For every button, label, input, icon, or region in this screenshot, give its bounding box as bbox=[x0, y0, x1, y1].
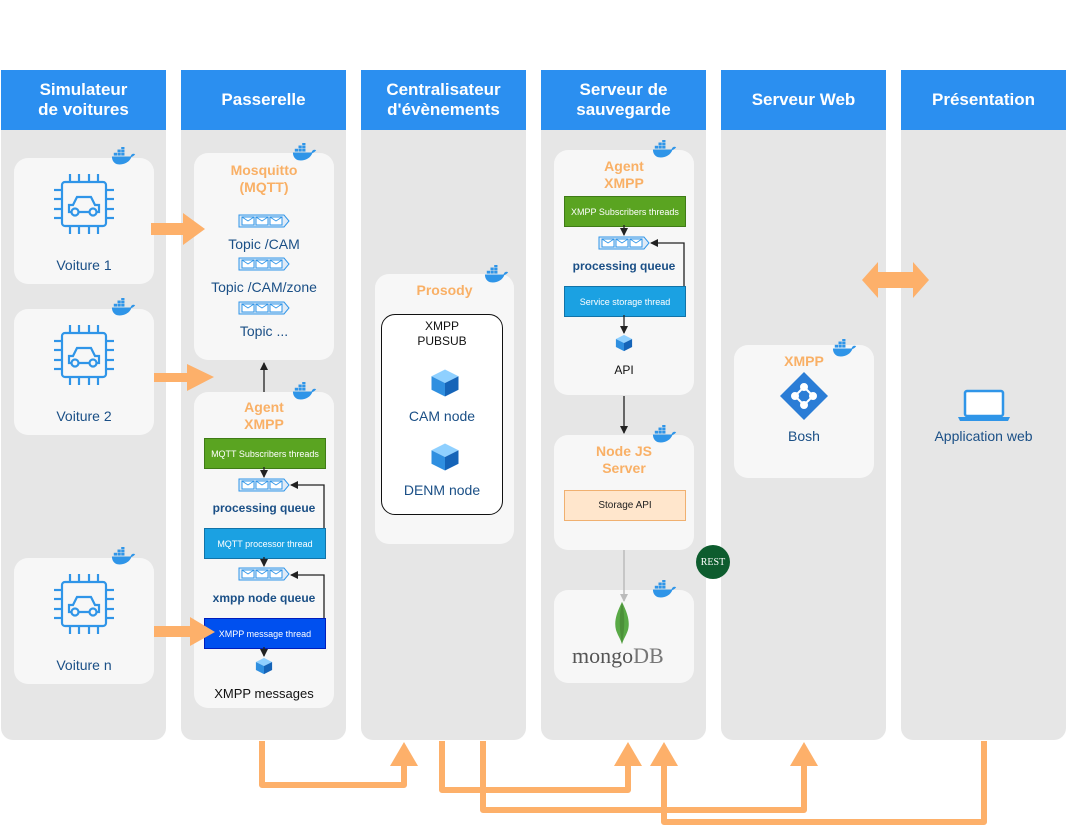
car1-to-mosquitto-arrow bbox=[151, 213, 205, 245]
column-header-simulator: Simulateur de voitures bbox=[1, 70, 166, 130]
mongodb-logo: mongoDB bbox=[572, 643, 664, 669]
gateway-to-centralizer-route bbox=[259, 741, 407, 788]
mongodb-leaf-icon bbox=[615, 602, 629, 644]
api-label: API bbox=[614, 363, 634, 377]
mqtt-subscribers-box: MQTT Subscribers threads bbox=[204, 438, 326, 469]
topic-label: Topic ... bbox=[239, 323, 289, 339]
xmpp-node-queue-label: xmpp node queue bbox=[212, 591, 316, 605]
column-header-centralizer: Centralisateur d'évènements bbox=[361, 70, 526, 130]
orange-block-arrows bbox=[151, 213, 929, 646]
car-card-1 bbox=[14, 158, 154, 284]
topic-label: Topic /CAM/zone bbox=[211, 279, 317, 295]
centralizer-to-web-route bbox=[480, 741, 807, 813]
car-label-2: Voiture 2 bbox=[56, 408, 112, 424]
processing-queue-label: processing queue bbox=[212, 501, 316, 515]
column-header-web: Serveur Web bbox=[721, 70, 886, 130]
pubsub-title: XMPP PUBSUB bbox=[417, 319, 467, 348]
mosquitto-card bbox=[194, 153, 334, 360]
centralizer-to-backup-route bbox=[439, 741, 631, 793]
car-card-2 bbox=[14, 309, 154, 435]
presentation-to-backup-route bbox=[661, 741, 987, 825]
car-label-n: Voiture n bbox=[56, 657, 112, 673]
arrowhead-up bbox=[790, 742, 818, 766]
car2-to-mosquitto-arrow bbox=[154, 364, 214, 391]
web-presentation-double-arrow bbox=[862, 262, 929, 298]
xmpp-web-title: XMPP bbox=[784, 353, 824, 369]
storage-api-box: Storage API bbox=[564, 490, 686, 521]
mosquitto-title: Mosquitto (MQTT) bbox=[230, 162, 298, 195]
arrowhead-up bbox=[650, 742, 678, 766]
car-card-n bbox=[14, 558, 154, 684]
column-header-gateway: Passerelle bbox=[181, 70, 346, 130]
backup-processing-queue-label: processing queue bbox=[572, 259, 676, 273]
processor-loop-arrow bbox=[290, 481, 325, 528]
backup-agent-title: Agent XMPP bbox=[604, 158, 644, 191]
pubsub-box bbox=[381, 314, 503, 515]
prosody-title: Prosody bbox=[416, 282, 473, 298]
mongodb-logo-left: mongo bbox=[572, 643, 634, 668]
node-server-title: Node JS Server bbox=[595, 443, 652, 476]
laptop-icon bbox=[958, 389, 1010, 421]
carn-to-agent-arrow bbox=[154, 617, 215, 646]
car-label-1: Voiture 1 bbox=[56, 257, 112, 273]
backup-agent-card bbox=[554, 150, 694, 395]
mongodb-logo-right: DB bbox=[633, 643, 664, 668]
bosh-label: Bosh bbox=[788, 428, 820, 444]
application-web-label: Application web bbox=[934, 428, 1033, 444]
message-loop-arrow bbox=[290, 571, 325, 618]
gateway-agent-title: Agent XMPP bbox=[244, 399, 284, 432]
cam-node-label: CAM node bbox=[408, 408, 476, 424]
mqtt-processor-box: MQTT processor thread bbox=[204, 528, 326, 559]
column-header-backup: Serveur de sauvegarde bbox=[541, 70, 706, 130]
rest-badge: REST bbox=[696, 545, 730, 579]
service-storage-box: Service storage thread bbox=[564, 286, 686, 317]
xmpp-message-thread-box: XMPP message thread bbox=[204, 618, 326, 649]
denm-node-label: DENM node bbox=[403, 482, 481, 498]
arrowhead-up bbox=[614, 742, 642, 766]
topic-label: Topic /CAM bbox=[228, 236, 300, 252]
storage-loop-arrow bbox=[650, 239, 685, 286]
xmpp-subscribers-box: XMPP Subscribers threads bbox=[564, 196, 686, 227]
column-header-presentation: Présentation bbox=[901, 70, 1066, 130]
xmpp-messages-label: XMPP messages bbox=[214, 686, 314, 701]
arrowhead-up bbox=[390, 742, 418, 766]
bosh-network-icon bbox=[780, 372, 828, 420]
